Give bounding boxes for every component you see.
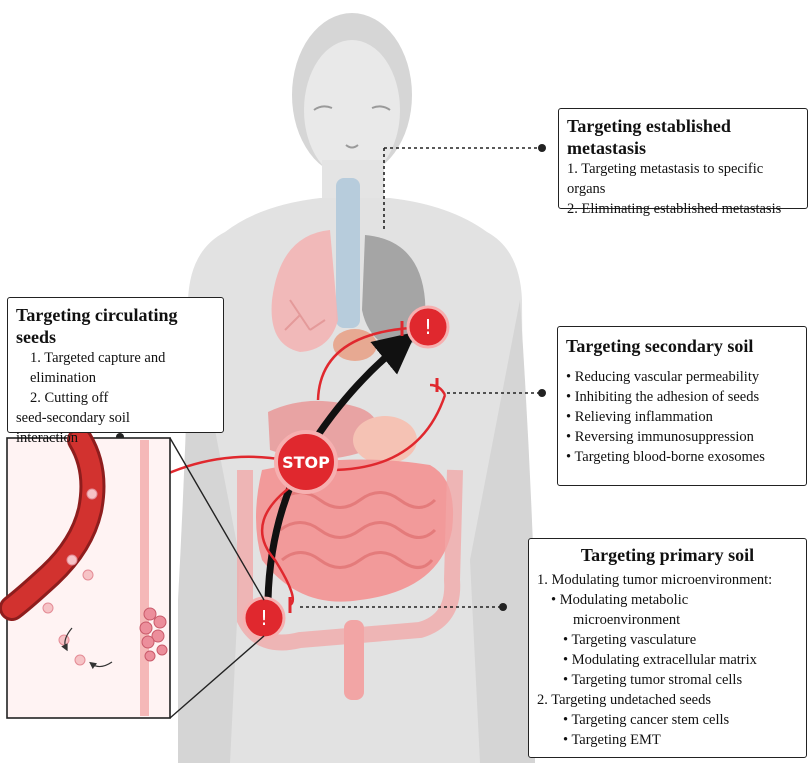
inhibit-primary: [260, 478, 301, 607]
box-title: Targeting secondary soil: [566, 336, 754, 356]
box-line: 2. Cutting off: [30, 390, 109, 406]
box-line: • Reducing vascular permeability: [566, 369, 760, 385]
box-line: seed-secondary soil: [16, 410, 130, 426]
alert-mark-primary: !: [260, 606, 268, 630]
box-primary-soil: Targeting primary soil 1. Modulating tum…: [528, 538, 807, 758]
heart: [333, 329, 377, 361]
box-line: • Relieving inflammation: [566, 409, 713, 425]
tumor-cluster: [139, 607, 168, 662]
box-line: 2. Eliminating established metastasis: [567, 201, 782, 217]
box-line: • Inhibiting the adhesion of seeds: [566, 389, 760, 405]
dot-established: [538, 144, 546, 152]
box-title: Targeting circulating seeds: [16, 305, 178, 347]
box-line: • Targeting blood-borne exosomes: [566, 449, 765, 465]
circulating-cell: [66, 554, 78, 566]
box-line: organs: [567, 181, 606, 197]
trachea: [336, 178, 360, 328]
rectum: [344, 620, 364, 700]
stomach: [353, 416, 417, 464]
box-line: microenvironment: [573, 612, 681, 628]
vessel-inset: [0, 427, 171, 719]
box-line: • Modulating metabolic: [551, 592, 689, 608]
box-line: 2. Targeting undetached seeds: [537, 692, 712, 708]
box-line: • Targeting tumor stromal cells: [563, 672, 743, 688]
intestines: [256, 459, 454, 602]
box-line: 1. Targeted capture and: [30, 350, 166, 366]
circulating-cell: [74, 654, 86, 666]
box-title: Targeting primary soil: [580, 545, 755, 565]
zoom-lines: [169, 437, 265, 719]
circulating-cell: [58, 634, 70, 646]
blood-vessel: [2, 430, 103, 618]
leader-established: [383, 147, 542, 232]
dot-primary: [499, 603, 507, 611]
box-line: • Modulating extracellular matrix: [563, 652, 757, 668]
box-line: • Targeting cancer stem cells: [563, 712, 730, 728]
box-title: Targeting established metastasis: [567, 116, 731, 158]
circulating-cell: [82, 569, 94, 581]
box-circulating-seeds: Targeting circulating seeds 1. Targeted …: [7, 297, 224, 446]
tissue-strip: [140, 440, 149, 716]
inhibit-established: [316, 326, 411, 401]
box-line: • Targeting vasculature: [563, 632, 697, 648]
box-line: • Targeting EMT: [563, 732, 661, 748]
box-line: • Reversing immunosuppression: [566, 429, 754, 445]
box-line: 1. Modulating tumor microenvironment:: [537, 572, 773, 588]
circulating-cell: [42, 602, 54, 614]
alert-primary: !: [242, 596, 286, 640]
alert-mark-metastasis: !: [424, 315, 432, 339]
circulating-cell: [86, 488, 98, 500]
leader-dots: [116, 144, 546, 611]
zoom-line-bottom: [169, 635, 265, 719]
inhibition-lines: [119, 321, 447, 613]
box-line: 1. Targeting metastasis to specific: [567, 161, 764, 177]
stop-sign: STOP: [274, 430, 338, 494]
inhibit-secondary: [329, 383, 447, 472]
box-secondary-soil: Targeting secondary soil • Reducing vasc…: [557, 326, 807, 486]
zoom-line-top: [169, 437, 265, 601]
dot-secondary: [538, 389, 546, 397]
box-established-metastasis: Targeting established metastasis 1. Targ…: [558, 108, 808, 217]
alert-metastasis: !: [406, 305, 450, 349]
box-line: elimination: [30, 370, 97, 386]
box-line: interaction: [16, 430, 79, 446]
stop-label: STOP: [282, 453, 330, 472]
